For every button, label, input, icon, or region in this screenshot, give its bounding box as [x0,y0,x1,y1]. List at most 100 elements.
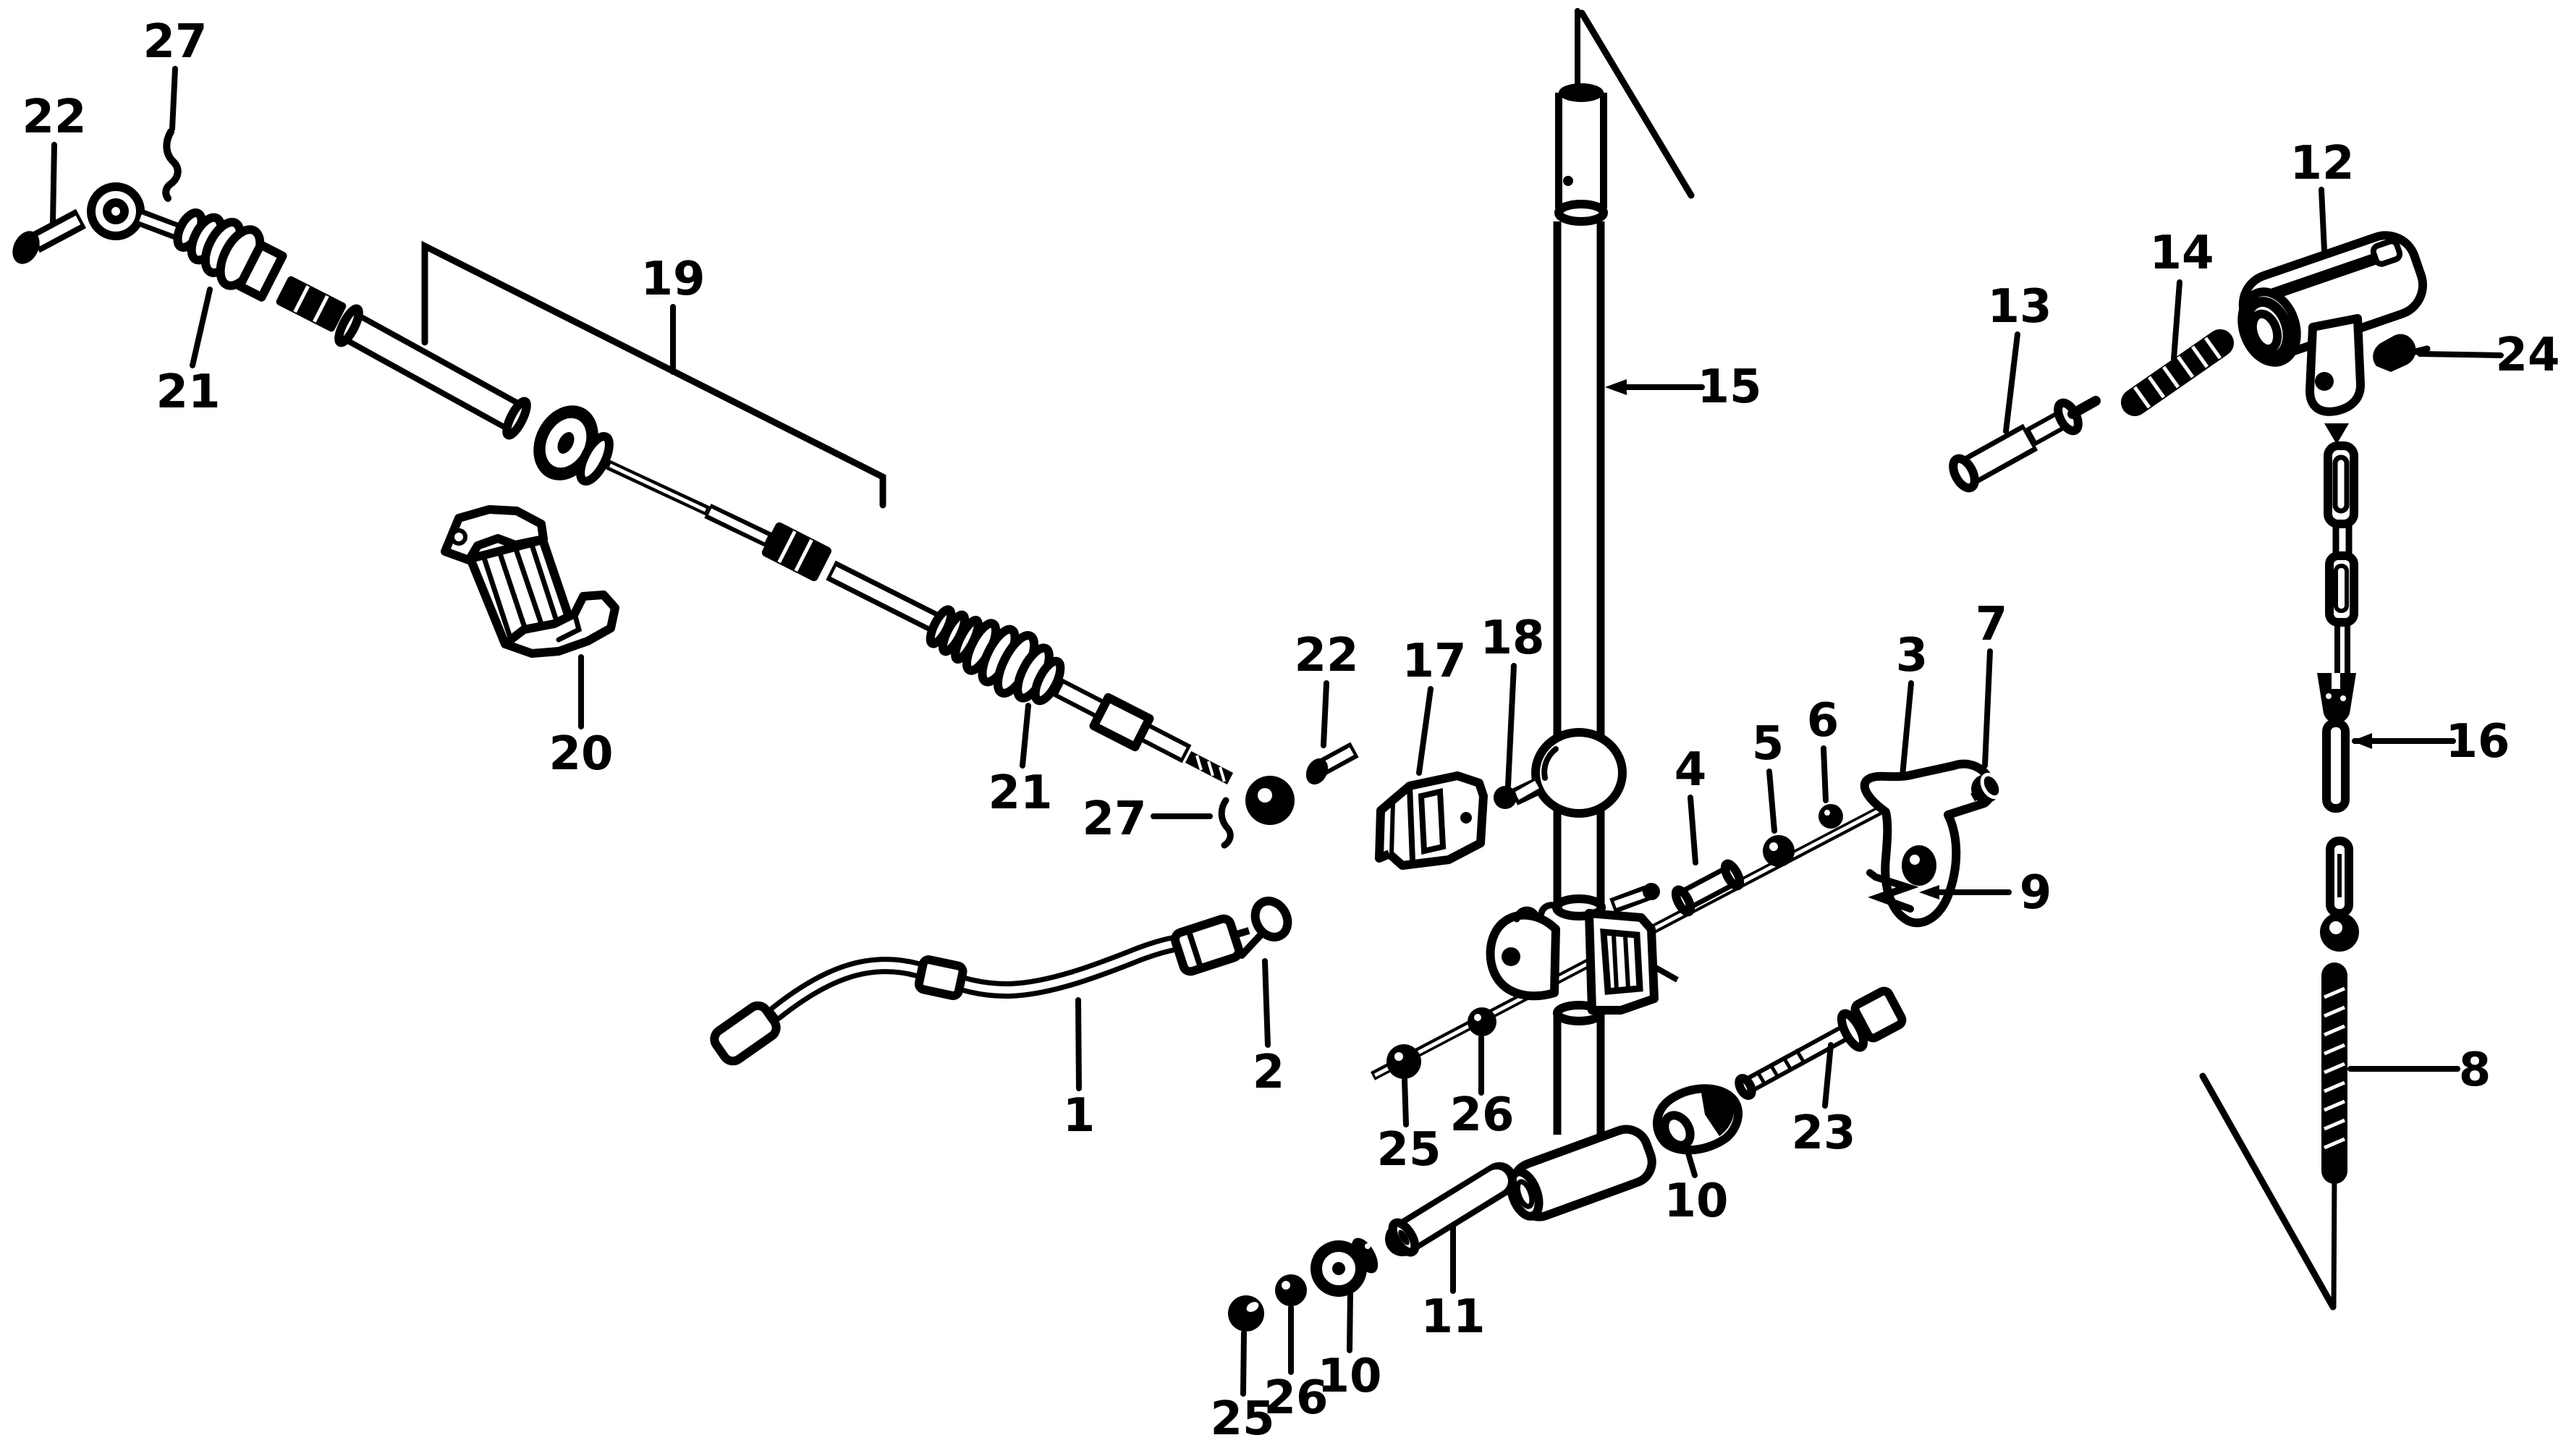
callout-10: 10 [1317,1290,1382,1403]
part-20-bracket [441,505,619,658]
callout-leader-line [1685,1151,1698,1178]
callout-9: 9 [1919,866,2051,920]
part-number-label: 8 [2459,1044,2491,1097]
part-21-boot [173,208,287,302]
callout-leader-line [2171,279,2182,362]
part-22-bolt [12,208,87,264]
callout-19: 19 [640,253,706,375]
callout-23: 23 [1791,1042,1856,1160]
callout-leader-line [1505,663,1517,789]
part-26-nut [1468,1007,1496,1036]
callout-11: 11 [1420,1223,1486,1344]
cable-grommet [533,405,614,486]
part-17-clamp [1375,771,1488,870]
callout-leader-line [1075,997,1082,1091]
part-19-cable-assembly [12,128,1359,849]
callout-24: 24 [2417,329,2560,382]
part-number-label: 7 [1976,598,2008,651]
callout-22: 22 [1294,629,1359,748]
callout-leader-line [169,66,178,132]
part-number-label: 27 [1082,792,1146,846]
part-number-label: 23 [1791,1106,1855,1160]
part-number-label: 21 [988,766,1052,820]
callout-leader-line [1688,795,1698,865]
part-number-label: 14 [2149,227,2214,280]
cable-ribbed-collar [926,605,983,664]
callout-leader-line [1982,648,1993,769]
callout-8: 8 [2347,1044,2491,1097]
part-number-label: 5 [1752,717,1784,771]
callout-leader-line [1821,745,1829,803]
part-number-label: 18 [1480,611,1544,665]
part-number-label: 10 [1664,1174,1728,1228]
part-number-label: 27 [143,15,207,69]
callout-5: 5 [1752,717,1784,834]
callout-leader-line [1766,769,1777,834]
part-23-bolt [1735,986,1907,1100]
callout-arrowhead [2352,733,2372,749]
callout-arrowhead [1919,885,1939,900]
part-number-label: 12 [2290,137,2354,190]
part-5-nut [1763,835,1795,867]
callout-13: 13 [1987,280,2052,434]
callout-leader-line [2003,331,2020,434]
callout-6: 6 [1807,694,1839,803]
part-number-label: 16 [2445,715,2510,769]
part-10-bushing [1310,1237,1379,1297]
part-25-nut-lower [1228,1295,1264,1332]
part-24-screw [2373,334,2431,372]
cable-splined-coupler [761,522,831,582]
part-16-rod [2317,423,2358,813]
part-15-shaft [1494,8,1695,1222]
part-number-label: 25 [1376,1123,1441,1177]
callout-arrowhead [1605,379,1627,395]
part-number-label: 15 [1697,360,1761,414]
part-number-label: 3 [1896,629,1928,682]
callout-leader-line [1402,1077,1409,1127]
part-number-label: 21 [156,365,220,419]
part-10-cone-bushing [1653,1084,1743,1155]
callout-18: 18 [1480,611,1545,789]
callout-leader-line [1900,680,1914,779]
part-number-label: 1 [1063,1089,1096,1143]
part-22-bolt-lower [1305,742,1359,785]
part-27-clip [162,128,182,202]
callout-leader-line [1416,686,1434,776]
part-number-label: 10 [1317,1350,1381,1403]
callout-27: 27 [143,15,208,132]
callout-25: 25 [1210,1330,1275,1446]
part-12-handle [2237,231,2427,416]
part-7-bolt [1970,772,2003,803]
callout-17: 17 [1402,635,1467,776]
callout-10: 10 [1664,1151,1729,1228]
part-number-label: 17 [1402,635,1466,688]
part-9-clip [1866,869,1919,913]
part-number-label: 24 [2495,329,2559,382]
part-18-bolt [1494,786,1517,809]
rod-16-link-eye [2320,837,2359,952]
callout-leader-line [1020,703,1031,769]
callout-7: 7 [1976,598,2008,769]
cable-outer-casing [334,304,531,440]
part-13-pin [1949,396,2101,493]
callout-19-bracket [421,240,886,509]
part-14-spring [2121,329,2234,416]
callout-3: 3 [1896,629,1928,779]
part-number-label: 6 [1807,694,1839,748]
callout-leader-line [190,287,213,368]
part-26-ball [1275,1274,1307,1306]
part-number-label: 22 [22,90,86,144]
cable-splined-section [276,276,347,332]
callout-leader-line [2319,187,2327,253]
part-2-pin [1238,897,1292,959]
callout-12: 12 [2290,137,2355,253]
callout-25: 25 [1376,1077,1441,1177]
part-21-boot-lower [962,619,1065,706]
part-8-spring [2199,962,2347,1311]
callout-4: 4 [1674,743,1706,865]
part-number-label: 26 [1449,1088,1514,1142]
shaft-t-pipe [1506,1125,1656,1222]
callout-leader-line [1822,1042,1834,1109]
shaft-ball-collar [1531,728,1627,818]
